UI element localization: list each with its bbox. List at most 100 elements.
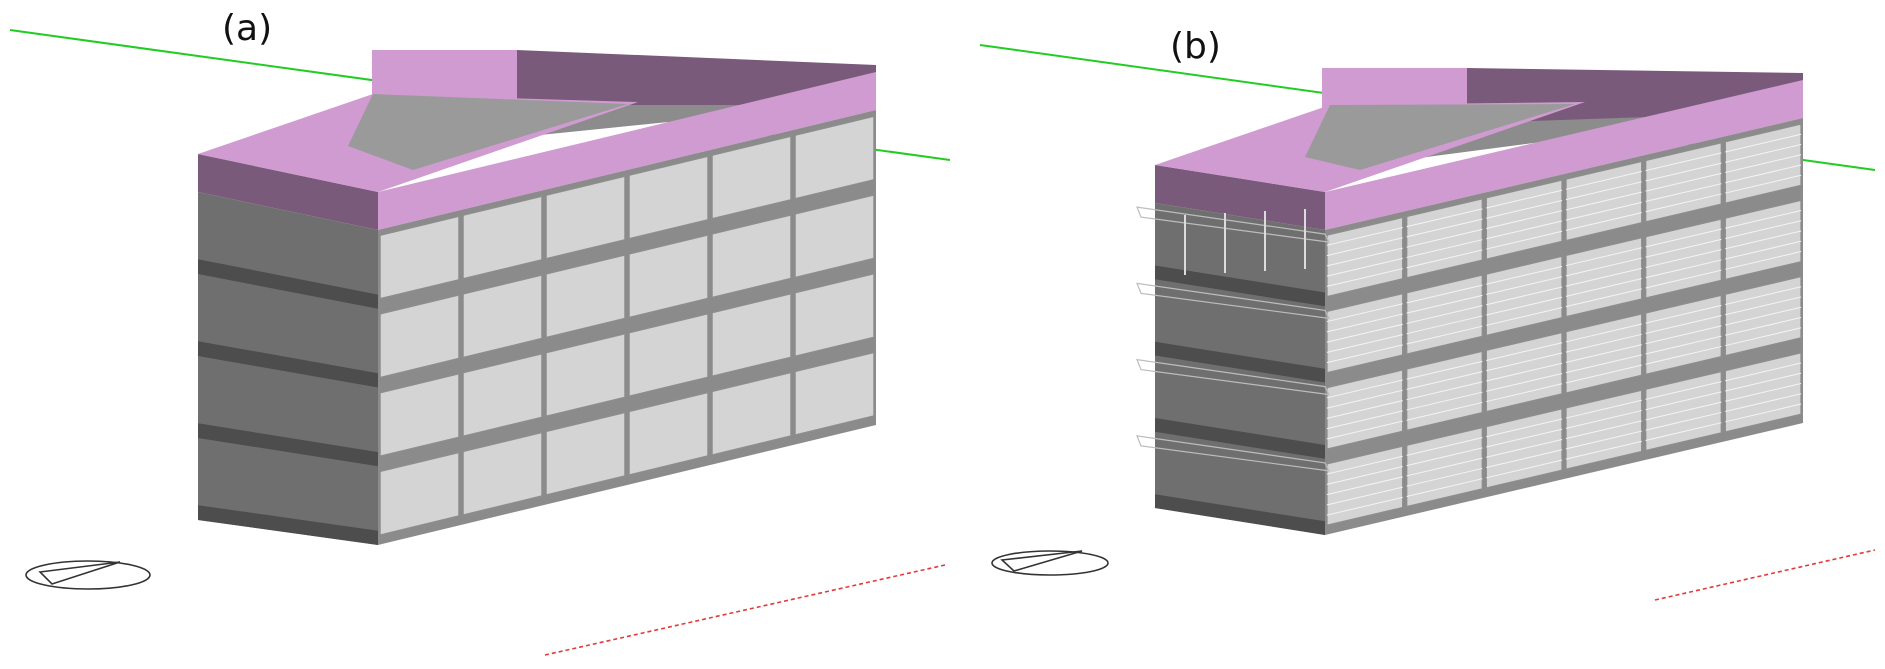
shading-louver xyxy=(1486,383,1563,403)
shading-louver xyxy=(1406,478,1483,497)
shading-louver xyxy=(1486,418,1563,438)
shading-louver xyxy=(1725,230,1802,250)
roof-parapet-left xyxy=(1155,165,1325,230)
shading-louver xyxy=(1486,296,1563,316)
panel-label-b: (b) xyxy=(1170,26,1221,67)
shading-louver xyxy=(1645,269,1722,289)
shading-louver xyxy=(1725,306,1802,326)
shading-louver xyxy=(1645,162,1722,182)
end-wall-slab-band xyxy=(1155,494,1325,535)
shading-louver xyxy=(1326,344,1403,364)
window-pane xyxy=(379,215,460,300)
shading-louver xyxy=(1645,381,1722,400)
shading-louver xyxy=(1725,220,1802,239)
window-pane xyxy=(379,293,460,379)
shading-louver xyxy=(1725,296,1802,316)
shading-louver xyxy=(1326,268,1403,287)
shading-louver xyxy=(1326,420,1403,440)
shading-louver xyxy=(1725,317,1802,336)
window-pane xyxy=(379,451,460,537)
shading-louver xyxy=(1645,193,1722,213)
shading-louver xyxy=(1326,323,1403,343)
shading-louver xyxy=(1725,143,1802,163)
shading-louver xyxy=(1645,172,1722,192)
roof-inner-well xyxy=(348,94,628,170)
overhang-frame xyxy=(1136,206,1331,243)
shading-louver xyxy=(1486,373,1563,392)
shading-louver xyxy=(1565,267,1642,287)
shading-louver xyxy=(1565,288,1642,308)
window-pane xyxy=(794,193,875,279)
window-pane xyxy=(462,273,543,359)
shading-louver xyxy=(1565,171,1642,190)
overhang-frame xyxy=(1136,435,1331,472)
window-pane xyxy=(545,253,626,339)
compass-needle xyxy=(38,561,121,585)
shading-louver xyxy=(1725,403,1802,423)
window-pane xyxy=(545,332,626,418)
end-wall-slab-band xyxy=(198,505,378,545)
shading-louver xyxy=(1725,286,1802,305)
shading-louver xyxy=(1565,333,1642,353)
shading-louver xyxy=(1486,189,1563,209)
compass-needle xyxy=(1000,550,1083,572)
window-pane xyxy=(545,175,626,260)
shading-louver xyxy=(1406,239,1483,258)
shading-louver xyxy=(1406,381,1483,401)
shading-louver xyxy=(1645,391,1722,411)
shading-louver xyxy=(1725,327,1802,347)
shading-louver xyxy=(1406,401,1483,421)
shading-louver xyxy=(1326,410,1403,430)
shading-louver xyxy=(1406,467,1483,487)
panel-label-a: (a) xyxy=(222,8,273,49)
shading-louver xyxy=(1645,152,1722,172)
shading-louver xyxy=(1406,447,1483,467)
shading-louver xyxy=(1406,371,1483,390)
window-pane xyxy=(711,135,792,220)
shading-louver xyxy=(1326,400,1403,419)
shading-louver xyxy=(1645,304,1722,324)
shading-louver xyxy=(1326,389,1403,409)
shading-louver xyxy=(1486,428,1563,448)
window-pane xyxy=(794,351,875,437)
compass-icon xyxy=(25,560,151,590)
shading-louver xyxy=(1565,354,1642,374)
shading-louver xyxy=(1565,201,1642,221)
shading-louver xyxy=(1565,181,1642,201)
window-pane xyxy=(545,411,626,497)
ground-reference-line xyxy=(544,564,946,656)
roof-inner-well xyxy=(1305,104,1575,170)
end-wall-slab-band xyxy=(1155,265,1325,307)
shading-louver xyxy=(1486,265,1563,285)
shading-louver xyxy=(1725,240,1802,260)
window-pane xyxy=(711,213,792,299)
shading-louver xyxy=(1486,286,1563,306)
compass-icon xyxy=(991,550,1109,576)
window-pane xyxy=(462,195,543,280)
shading-louver xyxy=(1406,360,1483,380)
shading-louver xyxy=(1406,228,1483,248)
shading-louver xyxy=(1326,257,1403,277)
shading-louver xyxy=(1326,313,1403,333)
window-pane xyxy=(628,155,709,240)
shading-louver xyxy=(1565,410,1642,429)
window-pane xyxy=(628,391,709,477)
shading-louver xyxy=(1645,249,1722,268)
end-wall-slab-band xyxy=(1155,341,1325,383)
shading-louver xyxy=(1406,325,1483,345)
shading-louver xyxy=(1326,334,1403,353)
shading-louver xyxy=(1406,305,1483,324)
window-pane xyxy=(462,352,543,438)
end-wall-slab-band xyxy=(198,259,378,309)
window-pane xyxy=(711,292,792,378)
shading-louver xyxy=(1565,364,1642,384)
roof-parapet-front xyxy=(378,72,876,230)
shading-louver xyxy=(1725,393,1802,413)
shading-louver xyxy=(1565,278,1642,297)
shading-louver xyxy=(1565,212,1642,231)
shading-louver xyxy=(1406,391,1483,411)
shading-louver xyxy=(1326,379,1403,399)
window-pane xyxy=(794,272,875,358)
shading-louver xyxy=(1406,284,1483,304)
shading-louver xyxy=(1406,457,1483,477)
